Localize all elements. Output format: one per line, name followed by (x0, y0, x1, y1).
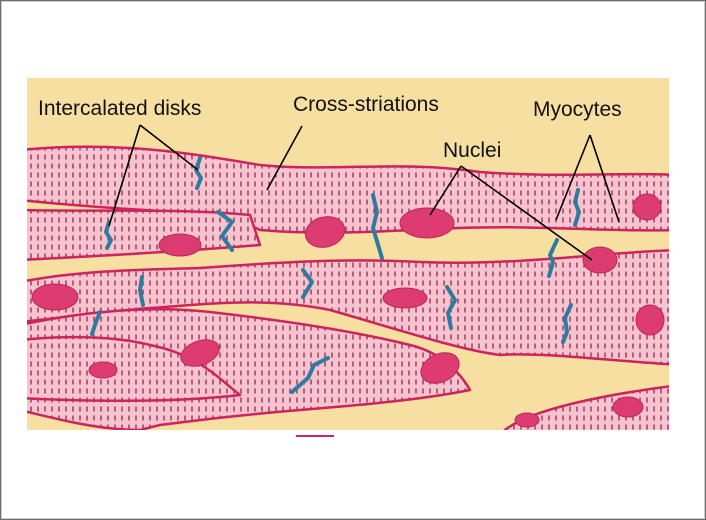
intercalated-disk (371, 193, 384, 260)
leader-line-nuclei-left (429, 165, 462, 216)
intercalated-disk (138, 275, 145, 307)
intercalated-disk (445, 285, 457, 330)
leader-line-myocytes-right (589, 134, 620, 223)
nucleus (304, 216, 346, 248)
myocyte-fibers (27, 145, 669, 430)
intercalated-disk (216, 210, 234, 252)
leader-line-cross-striations (266, 125, 303, 191)
nucleus (420, 352, 460, 384)
intercalated-disk (194, 156, 203, 190)
nuclei (31, 193, 665, 428)
intercalated-disk (573, 188, 581, 227)
leader-line-intercalated-disks-right (139, 124, 199, 171)
nucleus (632, 193, 662, 221)
myocyte-fiber-lower-left (27, 335, 242, 402)
intercalated-disk (561, 303, 573, 344)
intercalated-disk (547, 238, 559, 278)
intercalated-disk (290, 356, 330, 394)
intercalated-disk (90, 310, 102, 336)
leader-lines (108, 124, 620, 261)
cardiac-muscle-diagram: Intercalated disks Cross-striations Myoc… (27, 78, 669, 430)
nucleus (582, 246, 618, 274)
leader-line-myocytes-left (555, 134, 591, 221)
intercalated-disk (301, 268, 314, 299)
label-cross-striations: Cross-striations (293, 93, 439, 116)
nucleus (514, 412, 540, 428)
nucleus (612, 396, 644, 418)
label-nuclei: Nuclei (443, 139, 501, 162)
nucleus (158, 233, 202, 257)
label-intercalated-disks: Intercalated disks (38, 97, 201, 120)
myocyte-fiber-upper-left (27, 208, 262, 261)
intercalated-disk (104, 220, 113, 250)
label-myocytes: Myocytes (533, 98, 622, 121)
nucleus (635, 304, 665, 336)
intercalated-disks (90, 156, 581, 394)
leader-line-nuclei-right (460, 165, 593, 261)
nucleus (399, 207, 455, 239)
scale-bar (296, 435, 334, 437)
nucleus (180, 339, 220, 367)
nucleus (31, 283, 79, 311)
myocyte-fiber-middle (27, 249, 669, 366)
leader-line-intercalated-disks-left (108, 124, 141, 227)
nucleus (382, 287, 428, 309)
nucleus (88, 361, 118, 379)
